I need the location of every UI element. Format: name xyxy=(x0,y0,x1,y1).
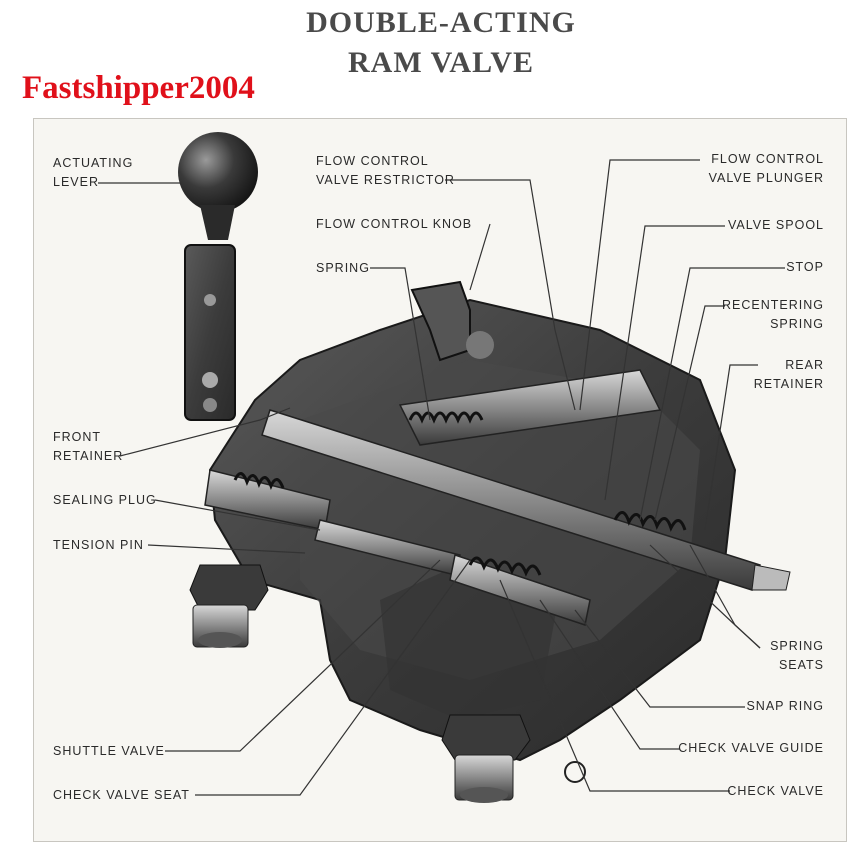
label-stop: STOP xyxy=(786,260,824,274)
leader-rear-retainer xyxy=(704,364,758,531)
label-flow-control-knob: FLOW CONTROL KNOB xyxy=(316,217,473,231)
label-recentering-spring-line2: SPRING xyxy=(770,317,824,331)
leader-lines xyxy=(98,159,785,796)
leader-flow-control-valve-plunger xyxy=(579,159,700,411)
label-actuating-lever: ACTUATING LEVER xyxy=(53,154,133,192)
label-tension-pin: TENSION PIN xyxy=(53,538,144,552)
label-flow-control-valve-plunger: FLOW CONTROL VALVE PLUNGER xyxy=(709,150,824,188)
label-rear-retainer: REAR RETAINER xyxy=(754,356,824,394)
label-spring-seats-line1: SPRING xyxy=(770,639,824,653)
bottom-port-fitting xyxy=(441,714,531,803)
flow-control-cylinder xyxy=(398,369,662,446)
label-flow-control-valve-restrictor-line1: FLOW CONTROL xyxy=(316,154,429,168)
label-recentering-spring: RECENTERING SPRING xyxy=(722,296,824,334)
label-rear-retainer-line2: RETAINER xyxy=(753,377,824,391)
label-flow-control-valve-restrictor: FLOW CONTROL VALVE RESTRICTOR xyxy=(316,152,455,190)
diagram-title-line-1: DOUBLE-ACTING xyxy=(306,6,576,39)
label-valve-spool: VALVE SPOOL xyxy=(728,218,824,232)
label-check-valve-seat: CHECK VALVE SEAT xyxy=(53,788,190,802)
actuating-lever-part xyxy=(178,132,258,421)
leader-front-retainer xyxy=(119,407,291,457)
diagram-title-line-2: RAM VALVE xyxy=(348,46,534,79)
watermark-text: Fastshipper2004 xyxy=(22,70,255,106)
label-recentering-spring-line1: RECENTERING xyxy=(722,298,824,312)
label-rear-retainer-line1: REAR xyxy=(785,358,824,372)
leader-tension-pin xyxy=(147,544,306,554)
label-check-valve: CHECK VALVE xyxy=(727,784,824,798)
leader-check-valve-guide xyxy=(539,599,680,750)
leader-spring-seats-b xyxy=(689,544,761,649)
label-actuating-lever-line2: LEVER xyxy=(53,175,99,189)
label-spring: SPRING xyxy=(316,261,370,275)
leader-snap-ring xyxy=(574,609,745,708)
valve-body xyxy=(208,298,737,762)
label-front-retainer-line2: RETAINER xyxy=(53,449,124,463)
label-spring-seats: SPRING SEATS xyxy=(770,637,824,675)
flow-control-knob-part xyxy=(410,280,494,362)
valve-spool-part xyxy=(261,409,791,591)
leader-stop xyxy=(639,267,785,521)
label-flow-control-valve-plunger-line1: FLOW CONTROL xyxy=(711,152,824,166)
label-spring-seats-line2: SEATS xyxy=(778,658,824,672)
label-flow-control-valve-restrictor-line2: VALVE RESTRICTOR xyxy=(316,173,455,187)
label-actuating-lever-line1: ACTUATING xyxy=(53,156,134,170)
leader-flow-control-knob xyxy=(469,223,491,291)
leader-spring xyxy=(370,267,431,421)
label-shuttle-valve: SHUTTLE VALVE xyxy=(53,744,165,758)
label-check-valve-guide: CHECK VALVE GUIDE xyxy=(678,741,824,755)
leader-recentering-spring xyxy=(654,305,725,521)
label-front-retainer-line1: FRONT xyxy=(53,430,102,444)
leader-flow-control-valve-restrictor xyxy=(445,179,576,411)
leader-valve-spool xyxy=(604,225,725,501)
check-valve-bore xyxy=(449,554,591,626)
leader-sealing-plug xyxy=(154,499,321,531)
label-flow-control-valve-plunger-line2: VALVE PLUNGER xyxy=(708,171,824,185)
label-snap-ring: SNAP RING xyxy=(746,699,824,713)
leader-shuttle-valve xyxy=(165,559,441,752)
left-port-fitting xyxy=(189,564,269,648)
label-front-retainer: FRONT RETAINER xyxy=(53,428,123,466)
leader-check-valve-seat xyxy=(195,559,471,796)
leader-check-valve xyxy=(499,579,730,792)
label-sealing-plug: SEALING PLUG xyxy=(53,493,157,507)
